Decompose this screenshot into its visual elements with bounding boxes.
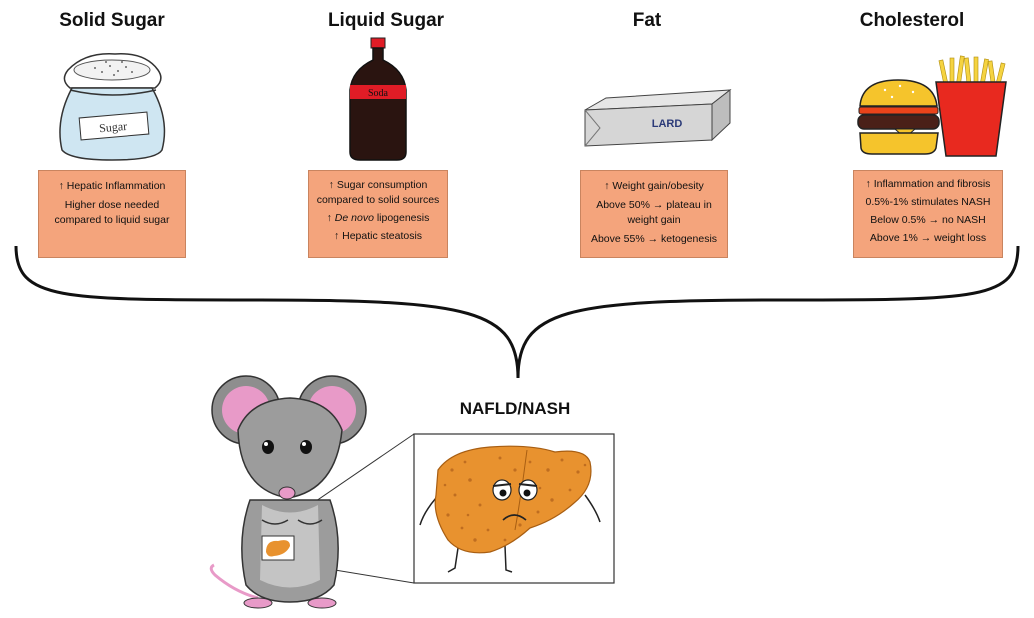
soda-bottle-icon: Soda [349,37,407,161]
fat-line-3: Above 55% → ketogenesis [590,233,718,245]
soda-label: Soda [368,88,389,99]
cholesterol-line-4: Above 1% → weight loss [869,232,987,244]
liquid-sugar-line-1: ↑ Sugar consumption compared to solid so… [316,179,440,206]
info-box-liquid-sugar: ↑ Sugar consumption compared to solid so… [308,170,448,258]
info-box-solid-sugar: ↑ Hepatic Inflammation Higher dose neede… [38,170,186,258]
solid-sugar-line-2: Higher dose needed compared to liquid su… [54,199,170,226]
info-box-fat: ↑ Weight gain/obesity Above 50% → platea… [580,170,728,258]
title-liquid-sugar: Liquid Sugar [327,10,445,31]
cholesterol-line-2: 0.5%-1% stimulates NASH [865,196,991,208]
outcome-title: NAFLD/NASH [459,399,571,418]
sugar-bag-label: Sugar [99,119,128,135]
lard-label: LARD [652,118,683,130]
fat-line-2: Above 50% → plateau in weight gain [596,199,712,226]
liquid-sugar-line-3: ↑ Hepatic steatosis [333,230,423,242]
burger-fries-icon [857,55,1007,157]
burger-icon [857,79,940,155]
grouping-brace [14,245,1020,379]
fat-line-1: ↑ Weight gain/obesity [604,180,704,192]
solid-sugar-line-1: ↑ Hepatic Inflammation [58,180,166,192]
fries-icon [935,55,1007,157]
mouse-icon [209,375,367,609]
title-fat: Fat [632,10,662,31]
sad-liver-icon [419,445,601,573]
title-cholesterol: Cholesterol [859,10,965,31]
lard-block-icon: LARD [584,88,732,147]
liquid-sugar-line-2: ↑ De novo lipogenesis [326,212,430,224]
title-solid-sugar: Solid Sugar [59,10,165,31]
sugar-bag-icon: Sugar [59,53,166,161]
cholesterol-line-3: Below 0.5% → no NASH [870,214,986,226]
cholesterol-line-1: ↑ Inflammation and fibrosis [865,178,991,190]
info-box-cholesterol: ↑ Inflammation and fibrosis 0.5%-1% stim… [853,170,1003,258]
